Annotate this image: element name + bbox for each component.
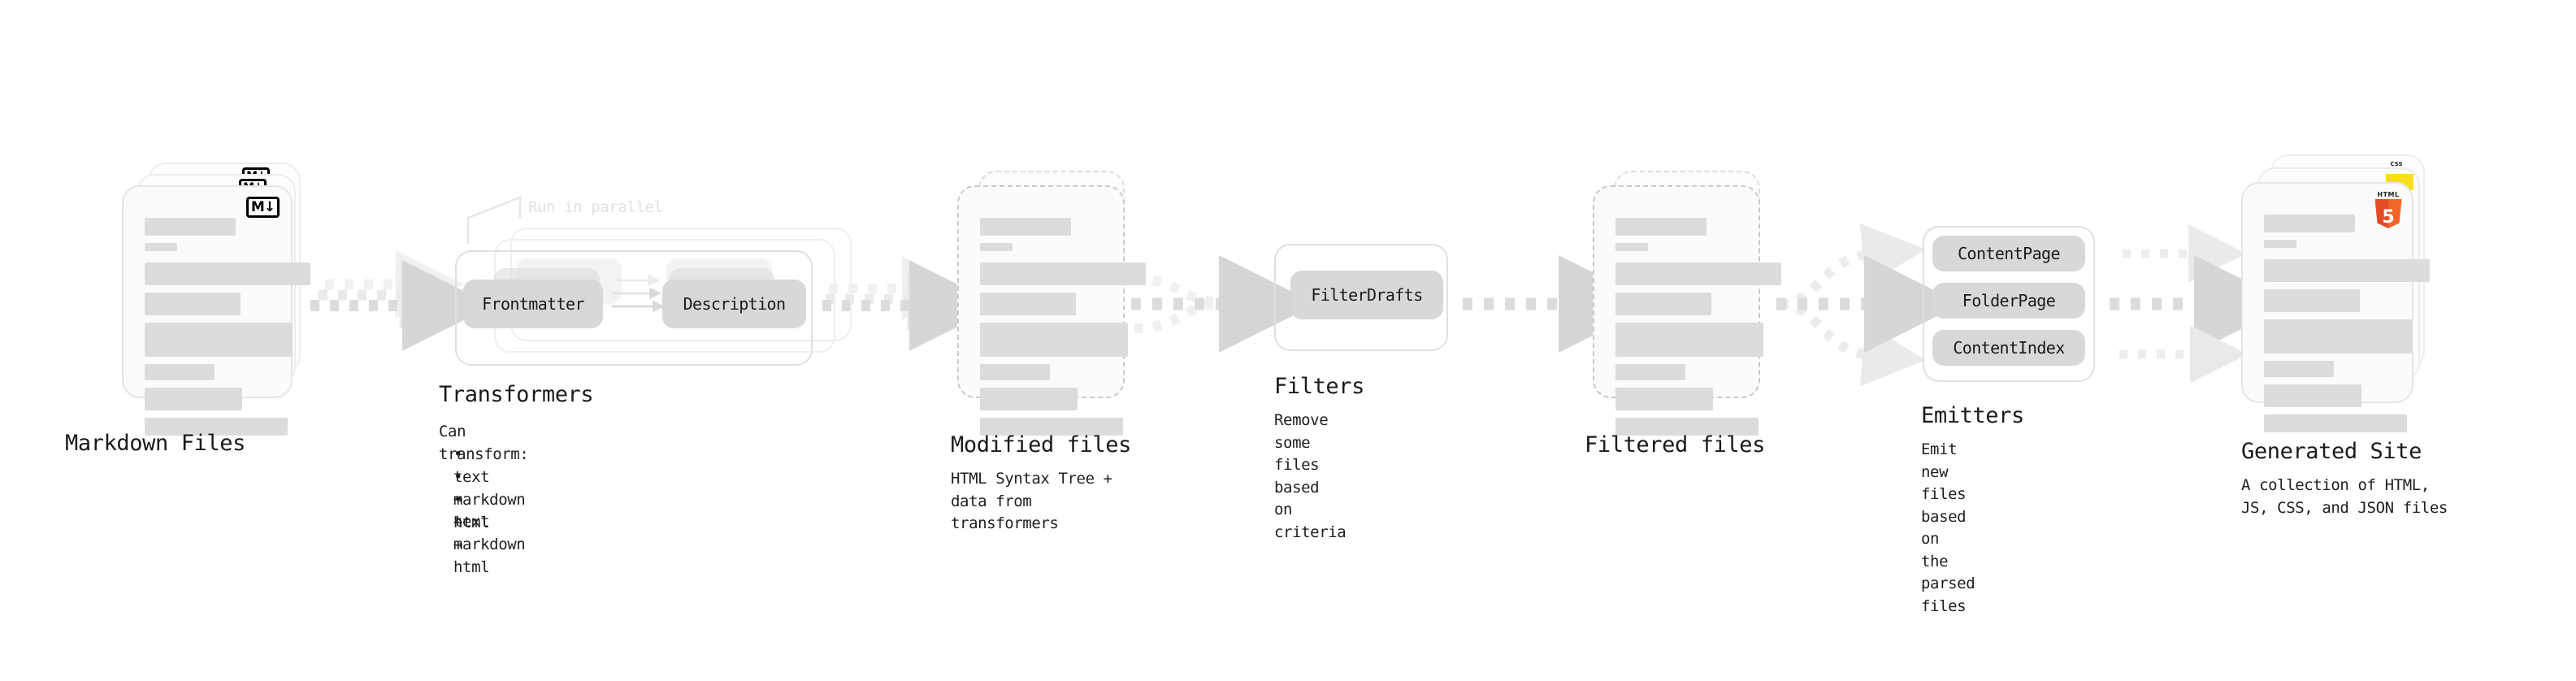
skeleton-bar [980, 293, 1076, 315]
generated-site-subtitle: A collection of HTML, JS, CSS, and JSON … [2241, 476, 2448, 517]
filtered-files-title: Filtered files [1585, 432, 1765, 458]
filters-group [1274, 244, 1448, 351]
filtered-skeleton [1615, 218, 1781, 443]
stage-modified-files: Modified files HTML Syntax Tree + data f… [951, 171, 1146, 532]
site-card-front: HTML 5 [2241, 182, 2430, 432]
emitters-subtitle: Emit new files based on the parsed files [1921, 440, 1975, 615]
markdown-skeleton [145, 218, 310, 443]
transformers-group-front [455, 250, 813, 366]
emitter-chip-contentpage[interactable]: ContentPage [1932, 236, 2085, 271]
skeleton-bar [2264, 414, 2407, 432]
emitters-title: Emitters [1921, 403, 2024, 428]
skeleton-bar [1615, 243, 1648, 251]
skeleton-bar [1615, 418, 1759, 436]
skeleton-bar [2264, 319, 2412, 354]
stage-filtered-files: Filtered files [1585, 171, 1781, 458]
skeleton-bar [1615, 218, 1706, 236]
transformers-bullet-1: • markdown → markdown [453, 468, 526, 553]
transformers-title: Transformers [439, 382, 594, 407]
connector-md-to-transformers [310, 249, 493, 351]
transformer-chip-description[interactable]: Description [662, 280, 806, 328]
skeleton-bar [2264, 259, 2430, 282]
emitter-chip-folderpage[interactable]: FolderPage [1932, 283, 2085, 319]
skeleton-bar [1615, 323, 1763, 357]
emitter-chip-contentindex[interactable]: ContentIndex [1932, 330, 2085, 366]
skeleton-bar [1615, 293, 1711, 315]
filters-title: Filters [1274, 374, 1364, 399]
skeleton-bar [145, 218, 236, 236]
markdown-badge: M↓ [246, 197, 280, 218]
skeleton-bar [145, 293, 241, 315]
html5-badge-label: HTML [2377, 191, 2400, 198]
connector-emitters-to-site [2110, 224, 2292, 384]
skeleton-bar [145, 388, 242, 410]
css-badge-label: CSS [2390, 161, 2403, 167]
skeleton-bar [980, 388, 1078, 410]
markdown-card-front: M↓ [122, 185, 310, 436]
markdown-files-title: Markdown Files [65, 431, 245, 456]
skeleton-bar [145, 262, 310, 285]
skeleton-bar [980, 364, 1050, 380]
skeleton-bar [2264, 240, 2296, 248]
transformer-inner-arrows [612, 274, 665, 313]
skeleton-bar [980, 243, 1013, 251]
filter-chip-filterdrafts[interactable]: FilterDrafts [1290, 271, 1443, 319]
skeleton-bar [145, 364, 215, 380]
filters-subtitle: Remove some files based on criteria [1274, 411, 1347, 541]
skeleton-bar [145, 418, 288, 436]
filtered-card-front [1593, 185, 1781, 436]
modified-files-title: Modified files [951, 432, 1131, 458]
skeleton-bar [145, 323, 293, 357]
skeleton-bar [1615, 388, 1713, 410]
skeleton-bar [980, 323, 1128, 357]
skeleton-bar [2264, 215, 2355, 232]
transformers-bullet-2: • html → html [453, 491, 490, 576]
html5-badge-number: 5 [2382, 207, 2395, 228]
skeleton-bar [980, 218, 1071, 236]
connector-filtered-to-emitters [1776, 223, 1962, 387]
html5-badge-shield: 5 [2374, 199, 2402, 228]
stage-generated-site: CSS HTML 5 Generated Site A collection o… [2241, 154, 2452, 517]
skeleton-bar [980, 418, 1123, 436]
emitters-group [1923, 226, 2095, 382]
modified-files-subtitle: HTML Syntax Tree + data from transformer… [951, 470, 1112, 533]
transformers-bullet-0: • text → text [453, 445, 490, 531]
modified-skeleton [980, 218, 1146, 443]
modified-card-front [957, 185, 1146, 436]
site-skeleton [2264, 215, 2430, 440]
skeleton-bar [1615, 262, 1781, 285]
html5-badge: HTML 5 [2374, 192, 2402, 229]
stage-markdown-files: M↓ M↓ M↓ Markdown Files [65, 163, 325, 456]
generated-site-title: Generated Site [2241, 439, 2422, 464]
run-in-parallel-label: Run in parallel [528, 198, 663, 216]
skeleton-bar [1615, 364, 1685, 380]
skeleton-bar [145, 243, 177, 251]
skeleton-bar [2264, 289, 2360, 312]
skeleton-bar [980, 262, 1146, 285]
connector-modified-to-filters [1131, 255, 1316, 353]
skeleton-bar [2264, 384, 2361, 407]
skeleton-bar [2264, 361, 2334, 377]
transformer-chip-frontmatter[interactable]: Frontmatter [463, 280, 603, 328]
transformers-subtitle: Can transform: [439, 423, 529, 463]
